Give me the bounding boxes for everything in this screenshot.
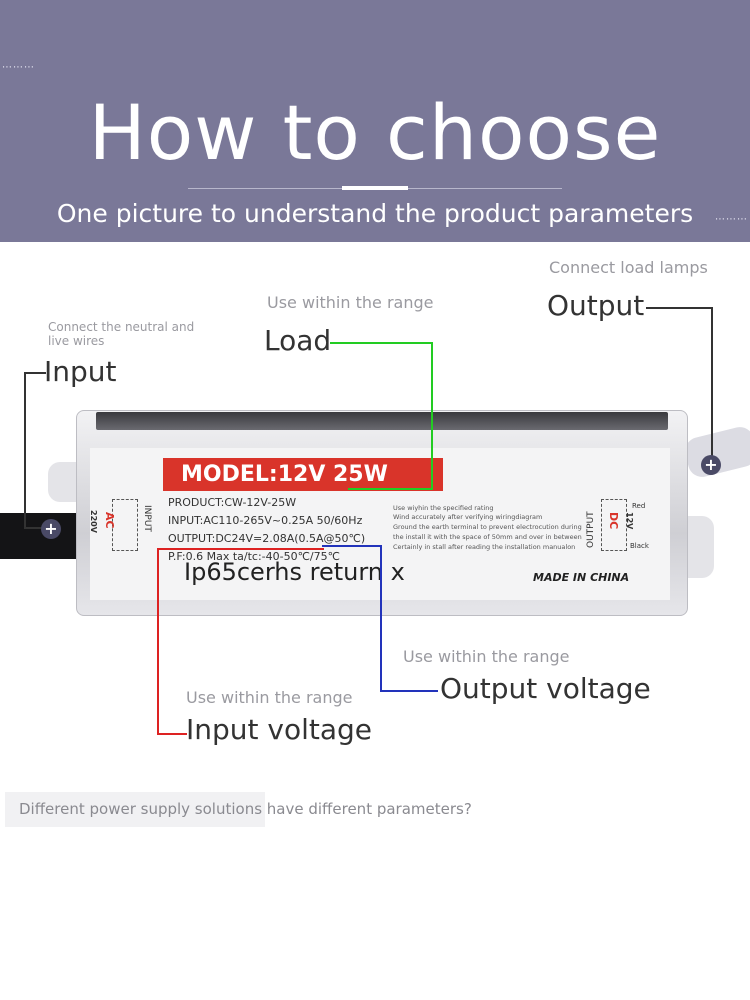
spec-product: PRODUCT:CW-12V-25W — [168, 496, 297, 509]
output-voltage-label: Output voltage — [440, 672, 651, 705]
rating-note: Certainly in stall after reading the ins… — [393, 543, 576, 551]
input-label: Input — [44, 355, 117, 388]
black-wire-label: Black — [630, 542, 649, 550]
page-title: How to choose — [88, 88, 662, 177]
spec-pf: P.F:0.6 Max ta/tc:-40-50℃/75℃ — [168, 550, 340, 563]
divider-accent — [342, 186, 408, 190]
device-top-edge — [96, 412, 668, 430]
footer-question: Different power supply solutions have di… — [19, 800, 472, 818]
load-note: Use within the range — [267, 293, 434, 312]
rating-note: Wind accurately after verifying wiringdi… — [393, 513, 543, 521]
rating-note: the install it with the space of 50mm an… — [393, 533, 582, 541]
spec-input: INPUT:AC110-265V~0.25A 50/60Hz — [168, 514, 363, 527]
input-note: Connect the neutral and live wires — [48, 320, 195, 348]
output-vertical-label: OUTPUT — [586, 511, 596, 548]
page-subtitle: One picture to understand the product pa… — [56, 199, 694, 228]
dc-label: DC — [607, 512, 620, 530]
red-wire-label: Red — [632, 502, 646, 510]
input-voltage-callout-line — [157, 733, 187, 735]
overlay-text: Ip65cerhs return x — [184, 558, 405, 586]
spec-output: OUTPUT:DC24V=2.08A(0.5A@50℃) — [168, 532, 366, 545]
header-banner: ⋯⋯⋯ How to choose One picture to underst… — [0, 0, 750, 242]
output-voltage-callout-line — [380, 690, 438, 692]
mounting-tab — [684, 516, 714, 578]
dc-terminal-box — [601, 499, 627, 551]
input-voltage-callout-line — [157, 548, 159, 734]
decorative-dots: ⋯⋯⋯ — [2, 62, 35, 73]
output-voltage-callout-line — [380, 545, 382, 692]
plus-marker-icon: + — [701, 455, 721, 475]
input-callout-line — [24, 372, 26, 528]
decorative-dots: ⋯⋯⋯ — [715, 214, 748, 225]
rating-note: Use wiyhin the specified rating — [393, 504, 494, 512]
load-callout-line — [330, 342, 433, 344]
load-callout-line — [348, 488, 433, 490]
ac-voltage-label: 220V — [89, 510, 98, 533]
plus-marker-icon: + — [41, 519, 61, 539]
ac-label: AC — [103, 512, 116, 529]
output-voltage-callout-line — [322, 545, 382, 547]
input-voltage-label: Input voltage — [186, 713, 373, 746]
dc-voltage-label: 12V — [625, 512, 634, 530]
output-label: Output — [547, 289, 645, 322]
ac-terminal-box — [112, 499, 138, 551]
output-callout-line — [646, 307, 712, 309]
output-note: Connect load lamps — [549, 258, 708, 277]
input-voltage-callout-line — [157, 548, 324, 550]
rating-note: Ground the earth terminal to prevent ele… — [393, 523, 582, 531]
input-voltage-note: Use within the range — [186, 688, 353, 707]
input-callout-line — [24, 527, 42, 529]
output-callout-line — [711, 307, 713, 457]
model-bar: MODEL:12V 25W — [163, 458, 443, 491]
input-vertical-label: INPUT — [142, 505, 152, 532]
load-callout-line — [431, 342, 433, 490]
output-voltage-note: Use within the range — [403, 647, 570, 666]
footer-highlight — [5, 792, 265, 827]
load-label: Load — [264, 324, 332, 357]
made-in-label: MADE IN CHINA — [533, 571, 630, 584]
input-callout-line — [24, 372, 46, 374]
